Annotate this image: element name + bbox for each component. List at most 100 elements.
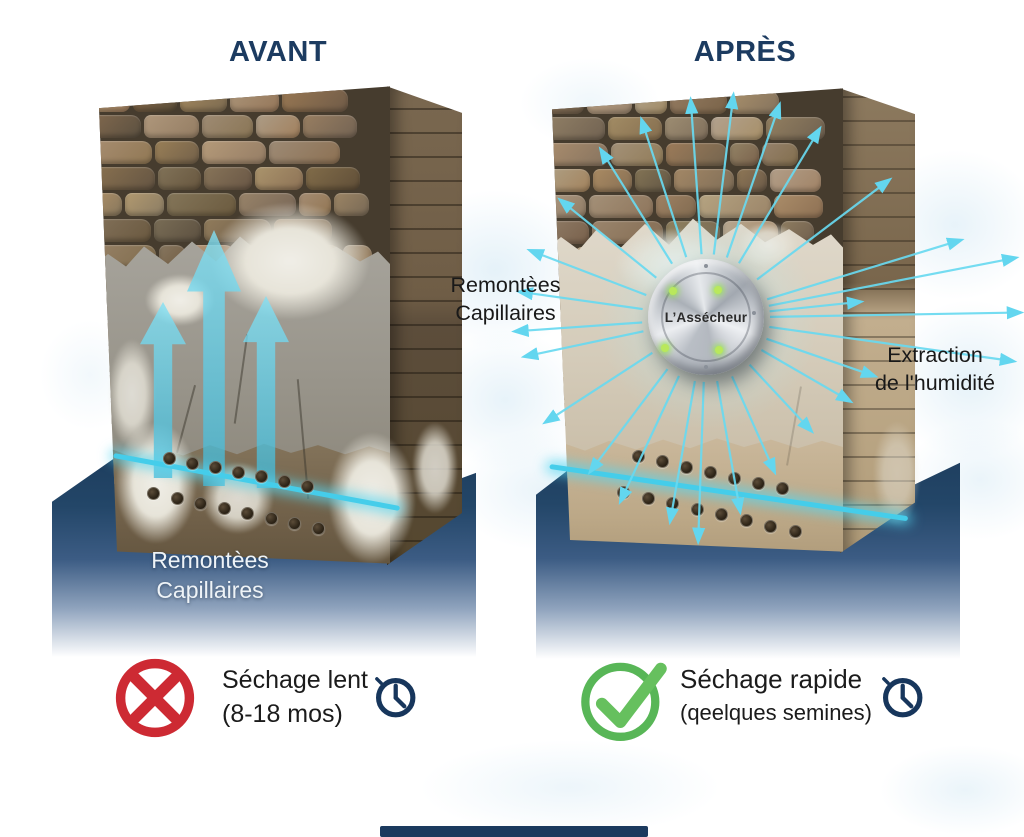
stone	[302, 115, 357, 138]
stone	[204, 167, 252, 190]
stone	[773, 195, 824, 218]
stone	[610, 143, 664, 166]
stone	[254, 167, 303, 190]
stone	[202, 141, 266, 164]
after-status-text: Séchage rapide (qeelques semines)	[680, 664, 872, 726]
stone	[179, 89, 228, 112]
device-led	[715, 346, 723, 354]
stone	[552, 91, 584, 114]
stone	[669, 91, 728, 114]
stone	[634, 169, 671, 192]
after-status-line2: (qeelques semines)	[680, 700, 872, 725]
clock-icon	[375, 677, 416, 718]
stone	[769, 169, 822, 192]
stone	[155, 141, 199, 164]
stone	[143, 115, 199, 138]
stone	[230, 89, 280, 112]
drainage-hole	[776, 482, 789, 496]
drainage-hole	[194, 497, 207, 510]
drainage-hole	[186, 456, 199, 470]
drainage-hole	[278, 475, 291, 488]
after-capillary-label-line2: Capillaires	[455, 300, 556, 325]
stone	[729, 143, 759, 166]
stone	[201, 115, 253, 138]
drainage-hole	[764, 519, 777, 533]
drainage-hole	[680, 460, 693, 474]
drainage-hole	[264, 512, 278, 525]
stone	[593, 169, 632, 192]
drainage-hole	[163, 452, 176, 465]
extraction-label: Extraction de l'humidité	[855, 342, 1015, 398]
stone	[766, 117, 826, 140]
device-screw	[704, 264, 708, 268]
drainage-hole	[147, 487, 160, 500]
assecheur-device: L’Assécheur	[648, 259, 764, 375]
stone	[133, 89, 177, 112]
before-capillary-label-line1: Remontèes	[151, 547, 269, 573]
stone	[305, 167, 360, 190]
stone	[158, 167, 202, 190]
stone	[282, 89, 349, 112]
stone	[552, 195, 587, 218]
stone	[255, 115, 300, 138]
stone	[634, 91, 667, 114]
stone	[673, 169, 735, 192]
stone	[730, 91, 780, 114]
stone	[273, 219, 333, 242]
check-icon	[581, 662, 667, 741]
drainage-hole	[690, 502, 704, 516]
drainage-hole	[288, 517, 301, 530]
device-label: L’Assécheur	[664, 309, 748, 325]
stone	[586, 91, 632, 114]
stone	[99, 89, 131, 112]
stone	[761, 143, 798, 166]
drainage-hole	[217, 502, 231, 515]
drainage-hole	[617, 486, 630, 499]
drainage-hole	[241, 507, 254, 520]
cloud	[420, 740, 720, 835]
stone	[666, 143, 727, 166]
stone	[99, 141, 153, 164]
before-status-text: Séchage lent (8-18 mos)	[222, 666, 368, 729]
extraction-label-line2: de l'humidité	[874, 370, 996, 395]
stone	[99, 115, 141, 138]
stone	[124, 193, 165, 216]
before-capillary-label: Remontèes Capillaires	[105, 546, 315, 606]
drainage-hole	[632, 450, 645, 463]
stone	[167, 193, 236, 216]
stone	[298, 193, 332, 216]
drainage-hole	[301, 479, 314, 493]
stone	[154, 219, 202, 242]
device-screw	[704, 365, 708, 369]
stone	[99, 193, 122, 216]
stone	[665, 117, 709, 140]
stone	[589, 195, 653, 218]
cloud	[880, 745, 1024, 835]
stone	[238, 193, 296, 216]
after-status-line1: Séchage rapide	[680, 664, 863, 694]
before-wall-front-face	[99, 86, 390, 564]
device-led	[714, 286, 722, 294]
drainage-hole	[641, 491, 655, 505]
drainage-hole	[170, 492, 184, 505]
before-title: AVANT	[228, 36, 328, 68]
drainage-hole	[311, 522, 325, 535]
before-capillary-label-line2: Capillaires	[156, 576, 264, 603]
footer-bar	[380, 826, 648, 837]
device-led	[661, 344, 669, 352]
drainage-hole	[232, 465, 245, 479]
stone	[607, 117, 663, 140]
stone	[99, 219, 152, 242]
stone	[552, 169, 591, 192]
after-title: APRÈS	[693, 36, 797, 68]
damp-render-zone	[99, 236, 390, 484]
drainage-hole	[739, 514, 753, 527]
stone	[99, 167, 156, 190]
stone	[711, 117, 764, 140]
device-led	[669, 287, 677, 295]
drainage-hole	[788, 525, 802, 539]
device-screw	[752, 311, 756, 315]
stone	[737, 169, 767, 192]
after-wall-side-face	[840, 88, 915, 554]
